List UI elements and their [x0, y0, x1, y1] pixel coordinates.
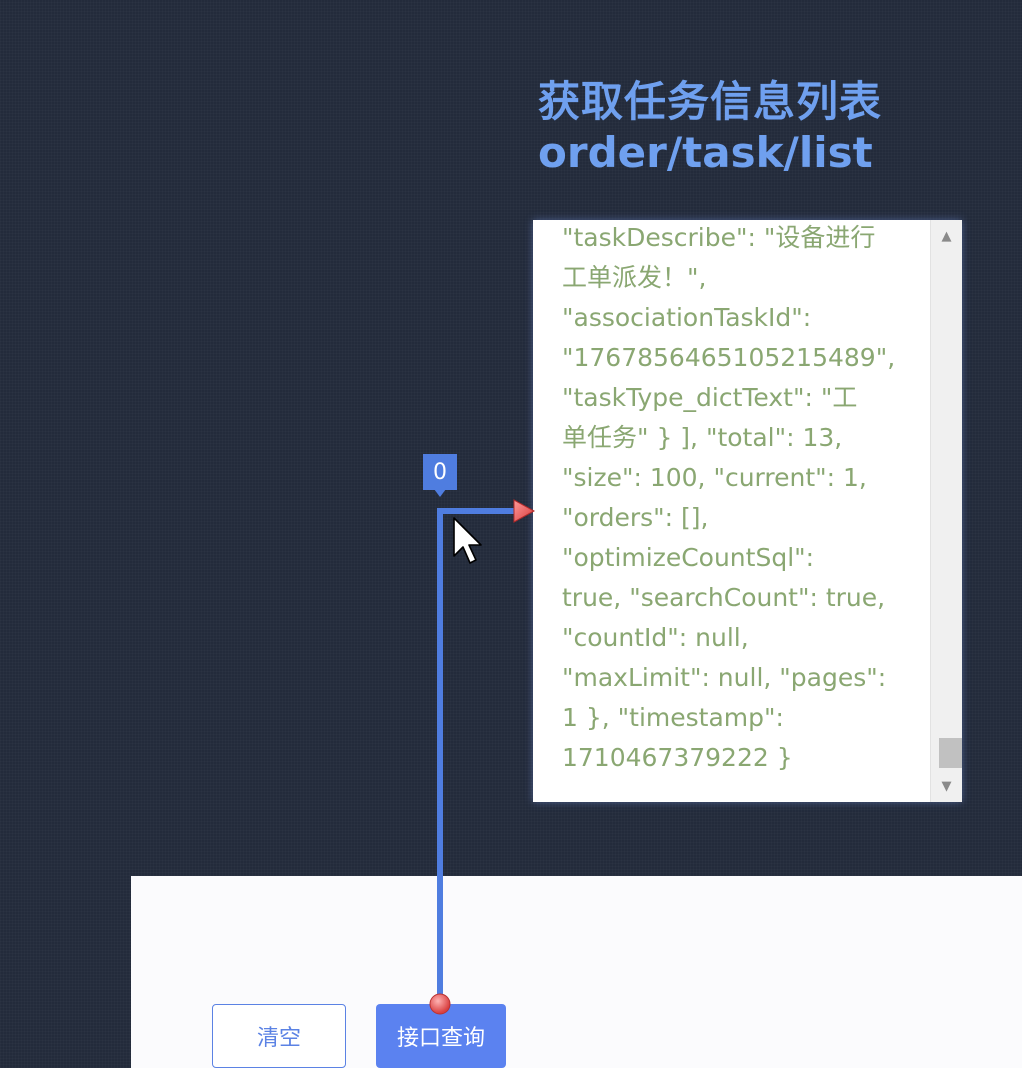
- response-line: 单任务" } ], "total": 13,: [562, 423, 843, 452]
- response-panel[interactable]: "taskDescribe": "设备进行 工单派发！", "associati…: [533, 220, 962, 802]
- counter-badge-tail: [434, 489, 446, 497]
- cursor-arrow-icon: [453, 517, 482, 564]
- response-line: "orders": [],: [562, 503, 709, 532]
- response-line: 1710467379222 }: [562, 743, 793, 772]
- api-title-block: 获取任务信息列表 order/task/list: [538, 76, 882, 178]
- response-line: "associationTaskId":: [562, 303, 812, 332]
- response-line: "taskType_dictText": "工: [562, 383, 858, 412]
- response-line: "1767856465105215489",: [562, 343, 896, 372]
- response-line: "countId": null,: [562, 623, 749, 652]
- response-line: "optimizeCountSql":: [562, 543, 815, 572]
- step-counter-badge: 0: [423, 454, 457, 490]
- response-line: true, "searchCount": true,: [562, 583, 886, 612]
- clear-button[interactable]: 清空: [212, 1004, 346, 1068]
- vertical-scrollbar[interactable]: ▲ ▼: [930, 220, 962, 802]
- page-title: 获取任务信息列表: [538, 77, 883, 126]
- arrow-head-icon: [513, 499, 536, 523]
- api-endpoint: order/task/list: [538, 128, 873, 178]
- response-line: 工单派发！",: [562, 263, 707, 292]
- scrollbar-thumb[interactable]: [939, 738, 962, 768]
- query-form-card: 清空 接口查询: [131, 876, 1022, 1068]
- response-line: "maxLimit": null, "pages":: [562, 663, 887, 692]
- response-line: "taskDescribe": "设备进行: [562, 223, 876, 252]
- triangle-up-icon[interactable]: ▲: [941, 228, 952, 244]
- triangle-down-icon[interactable]: ▼: [941, 778, 952, 794]
- response-line: "size": 100, "current": 1,: [562, 463, 867, 492]
- response-json: "taskDescribe": "设备进行 工单派发！", "associati…: [562, 220, 932, 778]
- query-button[interactable]: 接口查询: [376, 1004, 506, 1068]
- response-line: 1 }, "timestamp":: [562, 703, 784, 732]
